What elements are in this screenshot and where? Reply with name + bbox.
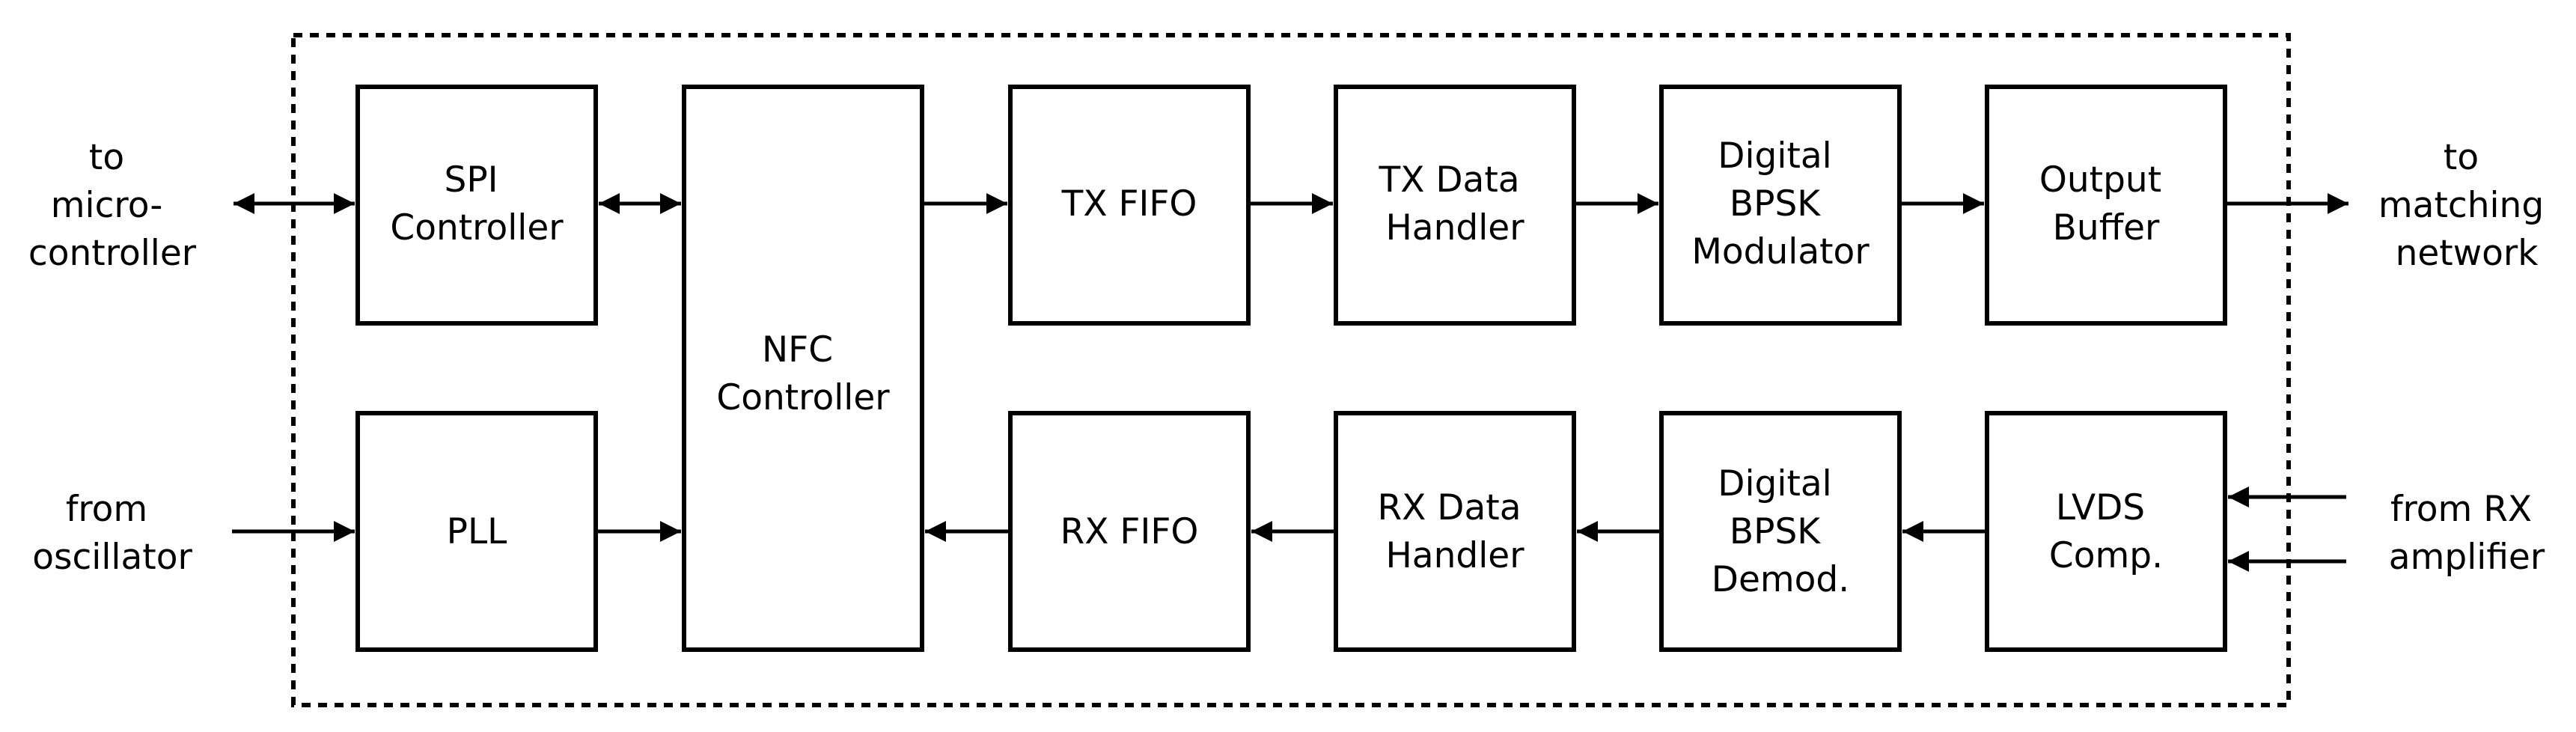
output-buffer-label: Output Buffer	[2039, 159, 2173, 248]
tx-data-handler-label: TX Data Handler	[1378, 159, 1530, 248]
matching-network-io-label: to matching network	[2378, 137, 2555, 274]
tx-data-handler-block	[1334, 85, 1576, 326]
rx-data-handler-label: RX Data Handler	[1378, 487, 1533, 576]
lvds-comparator-block	[1985, 411, 2227, 652]
tx-fifo-label: TX FIFO	[1061, 183, 1197, 225]
nfc-controller-block	[682, 85, 924, 652]
rx-amplifier-io-label: from RX amplifier	[2389, 489, 2545, 578]
bpsk-demodulator-label: Digital BPSK Demod.	[1712, 463, 1849, 600]
spi-controller-block	[355, 85, 598, 326]
output-buffer-block	[1985, 85, 2227, 326]
spi-controller-label: SPI Controller	[390, 159, 564, 248]
lvds-comparator-label: LVDS Comp.	[2049, 487, 2163, 576]
pll-label: PLL	[447, 511, 507, 552]
bpsk-modulator-label: Digital BPSK Modulator	[1691, 135, 1870, 272]
chip-boundary	[291, 33, 2291, 707]
microcontroller-io-label: to micro- controller	[28, 137, 197, 274]
rx-data-handler-block	[1334, 411, 1576, 652]
rx-fifo-label: RX FIFO	[1060, 511, 1199, 552]
oscillator-io-label: from oscillator	[32, 489, 192, 578]
nfc-controller-label: NFC Controller	[716, 329, 890, 418]
